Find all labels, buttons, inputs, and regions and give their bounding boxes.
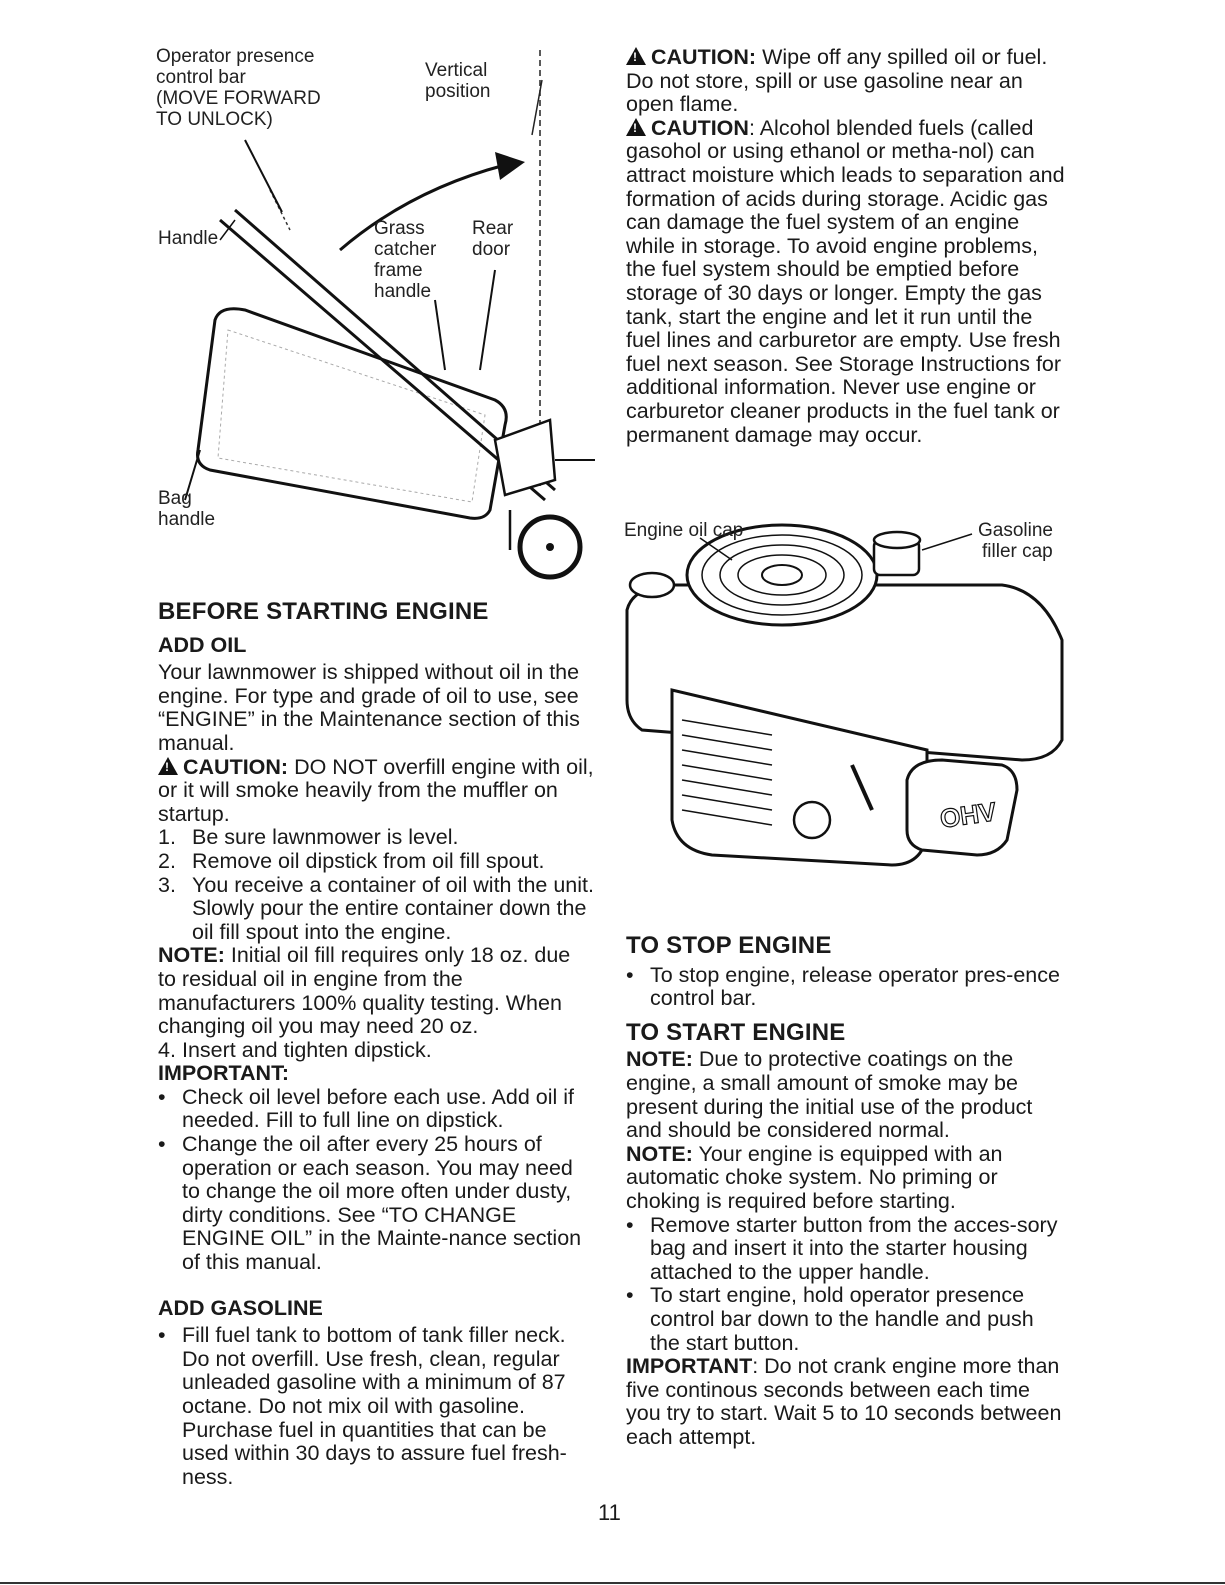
- list-item: •Change the oil after every 25 hours of …: [158, 1132, 582, 1275]
- add-oil-steps: 1.Be sure lawnmower is level. 2.Remove o…: [158, 826, 594, 944]
- bottom-rule: [0, 1582, 1225, 1584]
- important-bullets: •Check oil level before each use. Add oi…: [158, 1084, 594, 1275]
- stop-bullets: •To stop engine, release operator pres-e…: [626, 962, 1068, 1011]
- label-vertical-position: Vertical position: [425, 60, 491, 102]
- left-column: BEFORE STARTING ENGINE ADD OIL Your lawn…: [158, 600, 594, 1489]
- start-bullets: •Remove starter button from the acces-so…: [626, 1212, 1068, 1356]
- start-important: IMPORTANT: Do not crank engine more than…: [626, 1354, 1062, 1449]
- warning-icon: [626, 47, 646, 65]
- start-note-2: NOTE: Your engine is equipped with an au…: [626, 1141, 1003, 1213]
- before-starting-heading: BEFORE STARTING ENGINE: [158, 598, 489, 625]
- add-oil-heading: ADD OIL: [158, 632, 247, 657]
- caution-alcohol-fuels: CAUTION: Alcohol blended fuels (called g…: [626, 116, 1068, 447]
- list-item: •Fill fuel tank to bottom of tank filler…: [158, 1323, 567, 1489]
- start-note-1: NOTE: Due to protective coatings on the …: [626, 1047, 1033, 1143]
- label-bag-handle: Bag handle: [158, 488, 216, 530]
- label-rear-door: Rear door: [472, 218, 514, 260]
- label-engine-oil-cap: Engine oil cap: [624, 520, 744, 541]
- caution-spilled-oil: CAUTION: Wipe off any spilled oil or fue…: [626, 45, 1068, 117]
- label-operator-presence: Operator presence control bar (MOVE FORW…: [156, 46, 321, 130]
- engine-illustration: [625, 523, 1064, 867]
- label-gasoline-filler-cap: Gasoline filler cap: [978, 520, 1053, 562]
- right-column: TO STOP ENGINE •To stop engine, release …: [626, 934, 1068, 1449]
- page-number: 11: [598, 1500, 621, 1525]
- stop-engine-heading: TO STOP ENGINE: [626, 932, 832, 959]
- add-gasoline-heading: ADD GASOLINE: [158, 1295, 323, 1320]
- mower-illustration: [184, 50, 595, 580]
- list-item: 3.You receive a container of oil with th…: [158, 872, 594, 944]
- right-top-cautions: CAUTION: Wipe off any spilled oil or fue…: [626, 45, 1068, 447]
- list-item: 4.Insert and tighten dipstick.: [158, 1037, 432, 1062]
- add-oil-caution: CAUTION: DO NOT overfill engine with oil…: [158, 755, 594, 827]
- label-grass-catcher-frame-handle: Grass catcher frame handle: [374, 218, 437, 302]
- list-item: •Remove starter button from the acces-so…: [626, 1212, 1058, 1284]
- start-engine-heading: TO START ENGINE: [626, 1018, 846, 1046]
- list-item: •To stop engine, release operator pres-e…: [626, 962, 1060, 1011]
- list-item: 2.Remove oil dipstick from oil fill spou…: [158, 848, 545, 873]
- add-oil-intro: Your lawnmower is shipped without oil in…: [158, 660, 580, 755]
- engine-figure: Engine oil cap Gasoline filler cap OHV: [622, 520, 1072, 900]
- list-item: 1.Be sure lawnmower is level.: [158, 825, 459, 850]
- warning-icon: [158, 756, 178, 775]
- label-handle: Handle: [158, 228, 219, 249]
- list-item: •Check oil level before each use. Add oi…: [158, 1084, 575, 1133]
- mower-figure: Operator presence control bar (MOVE FORW…: [150, 40, 600, 585]
- warning-icon: [626, 117, 646, 136]
- oil-note: NOTE: Initial oil fill requires only 18 …: [158, 943, 571, 1039]
- important-label: IMPORTANT:: [158, 1061, 289, 1086]
- list-item: •To start engine, hold operator presence…: [626, 1283, 1034, 1355]
- gasoline-bullets: •Fill fuel tank to bottom of tank filler…: [158, 1323, 594, 1489]
